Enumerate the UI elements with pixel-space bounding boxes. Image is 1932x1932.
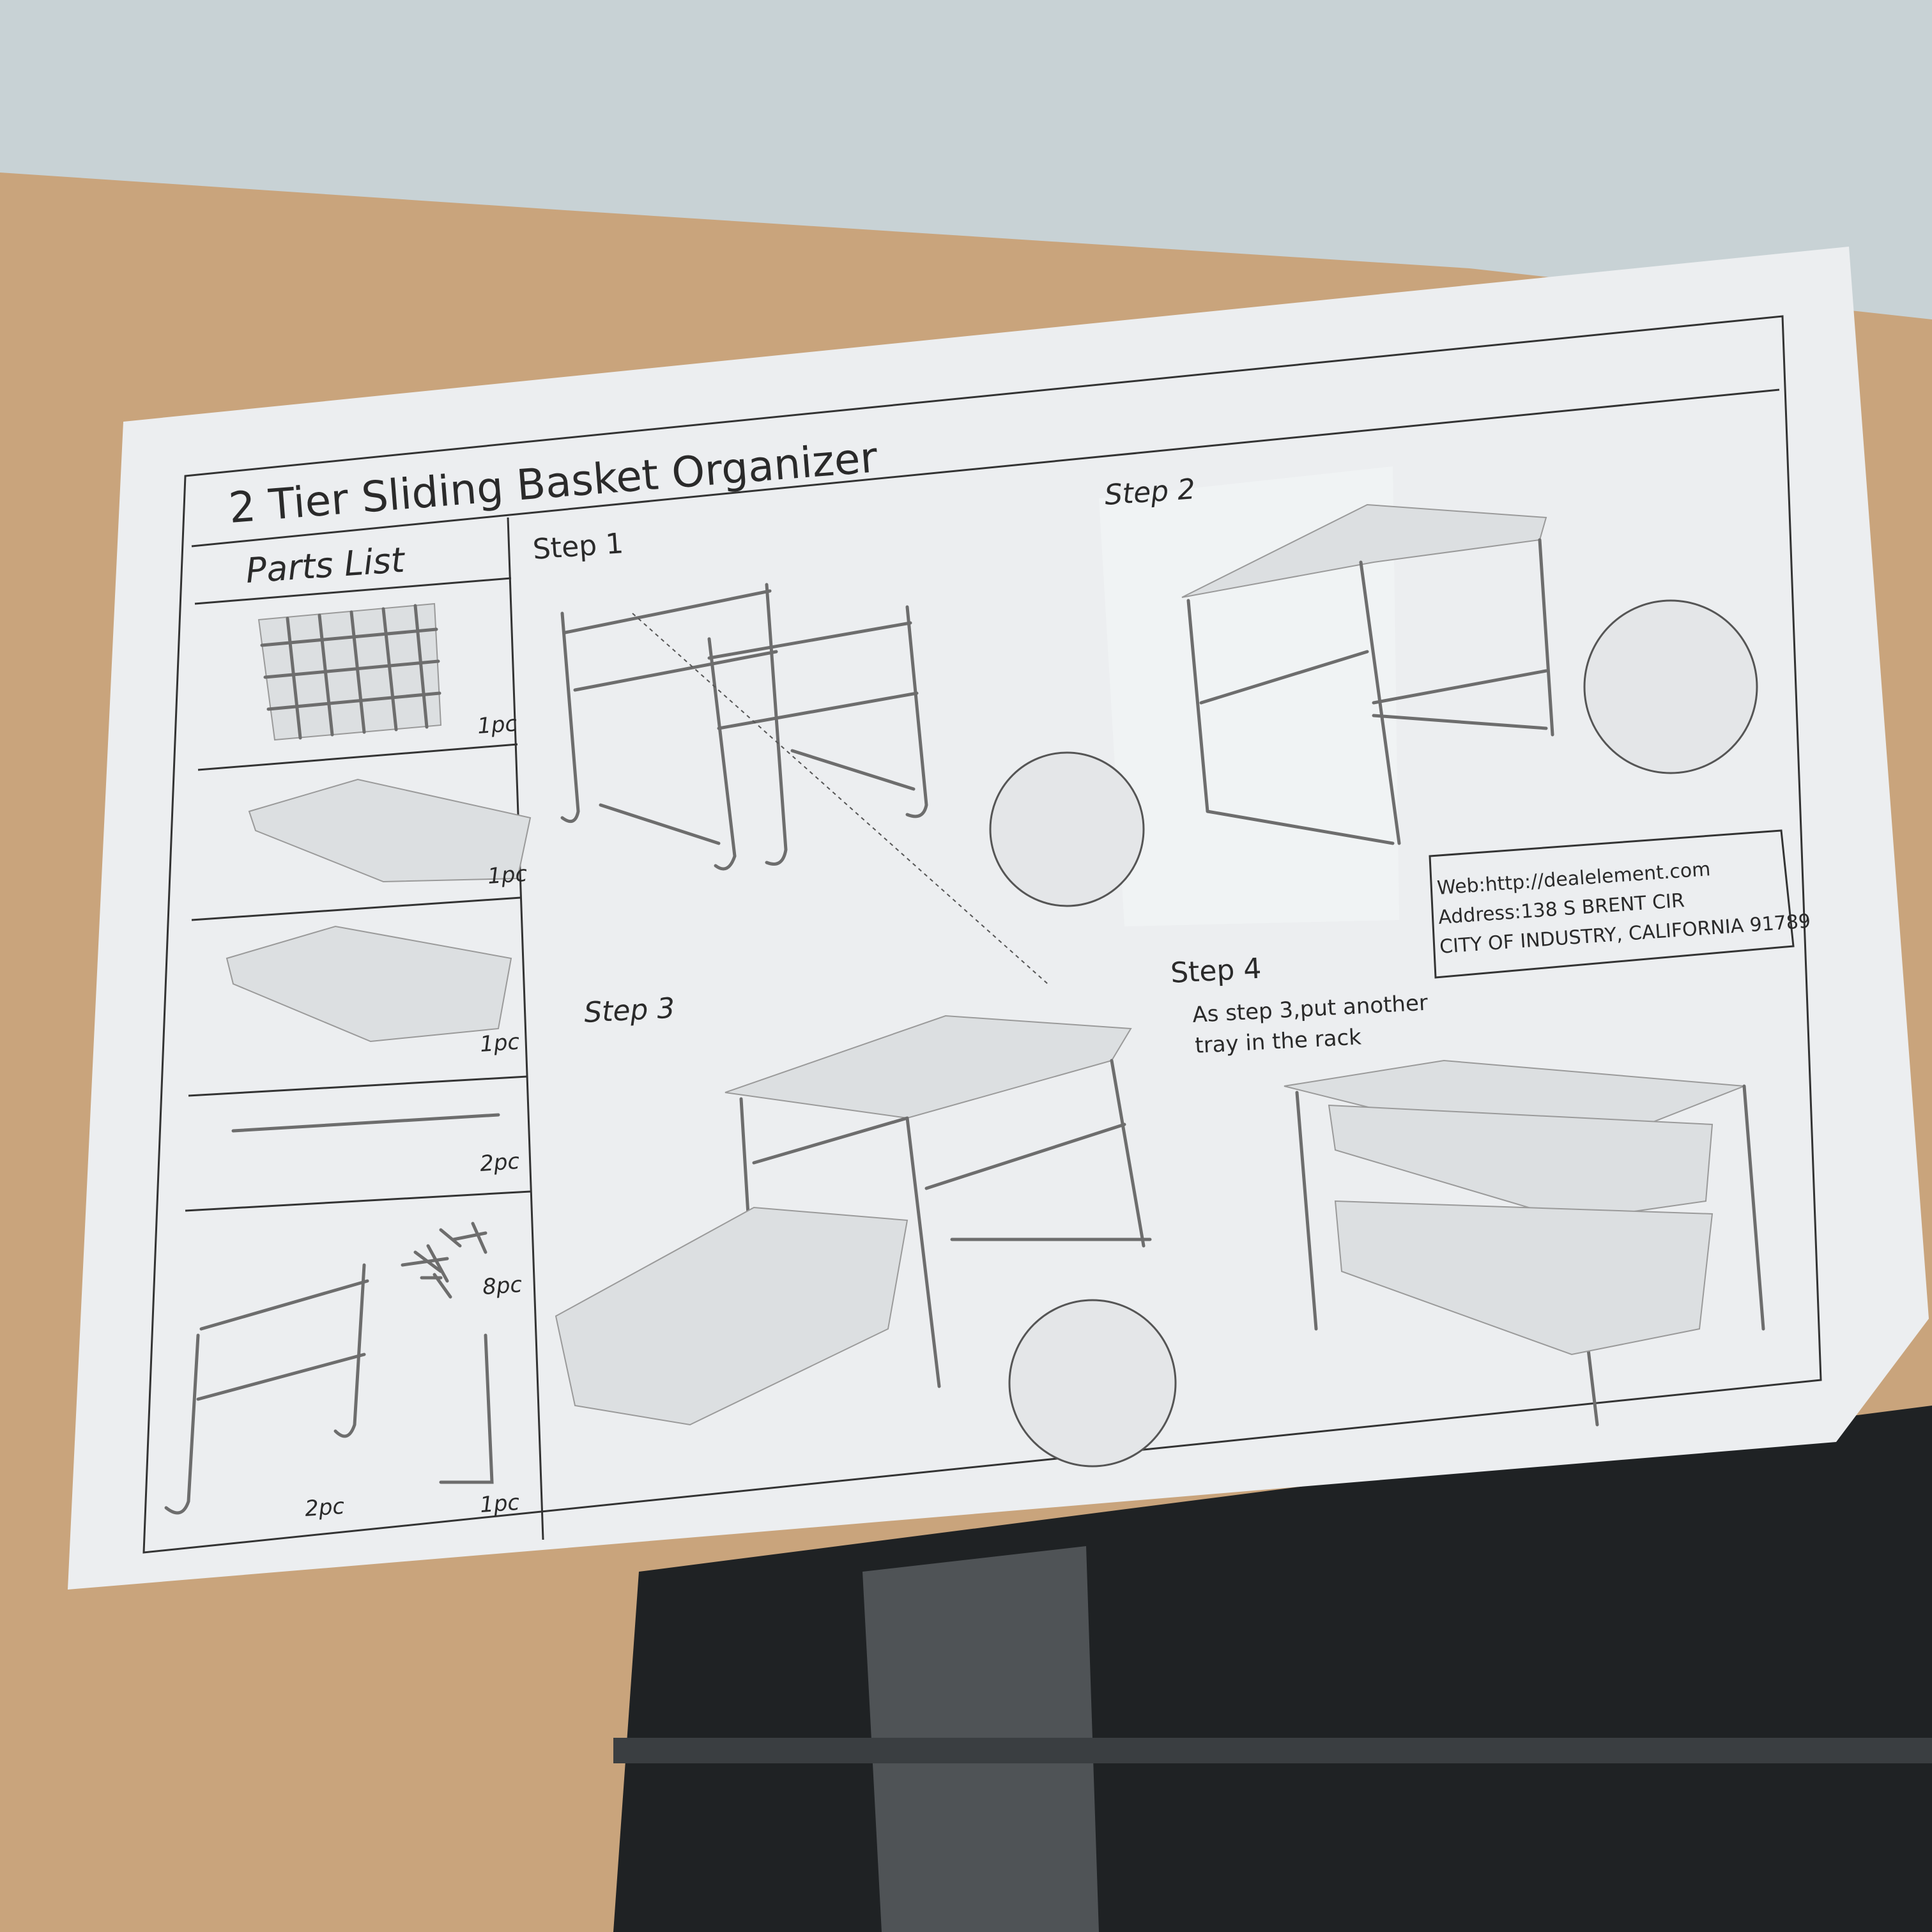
part-qty: 1pc [479, 1490, 521, 1518]
step-2-label: Step 2 [1103, 473, 1196, 512]
step-2-illustration [1181, 503, 1758, 845]
step-1-illustration [560, 583, 1145, 907]
part-qty: 1pc [477, 711, 518, 739]
part-qty: 8pc [482, 1272, 523, 1300]
step-4-illustration [1284, 1059, 1765, 1427]
parts-column-divider [507, 517, 544, 1540]
parts-row-line [185, 1190, 531, 1212]
parts-row-line [191, 896, 521, 921]
step-3-illustration [555, 1015, 1177, 1468]
parts-row-line [188, 1075, 528, 1097]
contact-box [1429, 829, 1795, 979]
packaging-bar [613, 1738, 1932, 1763]
screws-illustration [401, 1222, 487, 1299]
side-frame-illustration [164, 1263, 369, 1515]
step-4-label: Step 4 [1170, 953, 1262, 990]
parts-row-line [197, 743, 518, 771]
tape-glare [1099, 466, 1399, 926]
mesh-basket-illustration [248, 778, 532, 883]
step-3-label: Step 3 [583, 992, 676, 1029]
part-qty: 2pc [304, 1494, 346, 1522]
fold-crease [632, 613, 1048, 985]
detail-circle [1583, 599, 1758, 774]
part-qty: 2pc [479, 1149, 521, 1177]
parts-row-line [194, 577, 512, 605]
part-qty: 1pc [479, 1029, 521, 1057]
rod-illustration [231, 1113, 500, 1133]
detail-circle [1008, 1299, 1177, 1468]
allen-key-illustration [439, 1333, 494, 1484]
detail-circle [989, 751, 1145, 907]
wire-shelf-illustration [257, 602, 442, 741]
part-qty: 1pc [487, 861, 528, 889]
instruction-sheet [68, 247, 1929, 1590]
step-1-label: Step 1 [532, 527, 624, 566]
title-divider [191, 388, 1780, 548]
mesh-basket-illustration [226, 925, 512, 1043]
outer-border [142, 315, 1822, 1554]
